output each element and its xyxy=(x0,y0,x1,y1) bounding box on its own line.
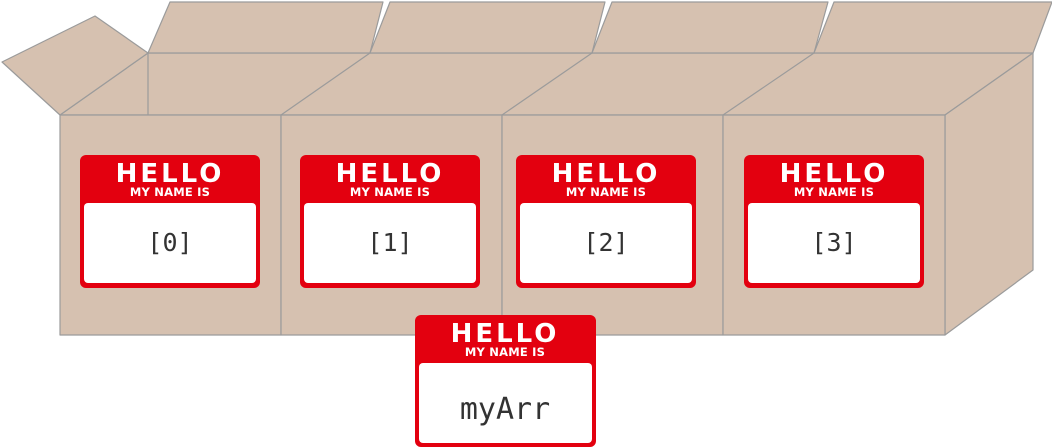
compartment-label-1: [1] xyxy=(367,228,412,257)
box-back-flap-3 xyxy=(813,1,1052,54)
tag-hello-text: HELLO xyxy=(451,319,560,349)
name-tag-2: HELLO MY NAME IS [2] xyxy=(516,155,696,288)
box-partition-1 xyxy=(280,52,371,116)
tag-name-area xyxy=(304,203,476,283)
compartment-label-0: [0] xyxy=(147,228,192,257)
compartment-label-2: [2] xyxy=(583,228,628,257)
array-name-tag: HELLO MY NAME IS myArr xyxy=(415,315,596,447)
box-partition-3 xyxy=(722,52,815,116)
name-tag-1: HELLO MY NAME IS [1] xyxy=(300,155,480,288)
array-name-label: myArr xyxy=(460,392,550,427)
name-tag-0: HELLO MY NAME IS [0] xyxy=(80,155,260,288)
tag-hello-text: HELLO xyxy=(780,159,889,189)
tag-name-area xyxy=(84,203,256,283)
tag-subtitle-text: MY NAME IS xyxy=(465,345,545,359)
tag-hello-text: HELLO xyxy=(116,159,225,189)
tag-subtitle-text: MY NAME IS xyxy=(130,185,210,199)
tag-name-area xyxy=(748,203,920,283)
tag-hello-text: HELLO xyxy=(552,159,661,189)
tag-subtitle-text: MY NAME IS xyxy=(566,185,646,199)
box-back-flap-0 xyxy=(147,1,384,54)
box-back-flap-2 xyxy=(591,1,829,54)
box-back-flap-1 xyxy=(369,1,606,54)
box-partition-2 xyxy=(501,52,593,116)
tag-name-area xyxy=(419,363,592,443)
name-tag-3: HELLO MY NAME IS [3] xyxy=(744,155,924,288)
tag-name-area xyxy=(520,203,692,283)
tag-hello-text: HELLO xyxy=(336,159,445,189)
tag-subtitle-text: MY NAME IS xyxy=(794,185,874,199)
tag-subtitle-text: MY NAME IS xyxy=(350,185,430,199)
compartment-label-3: [3] xyxy=(811,228,856,257)
